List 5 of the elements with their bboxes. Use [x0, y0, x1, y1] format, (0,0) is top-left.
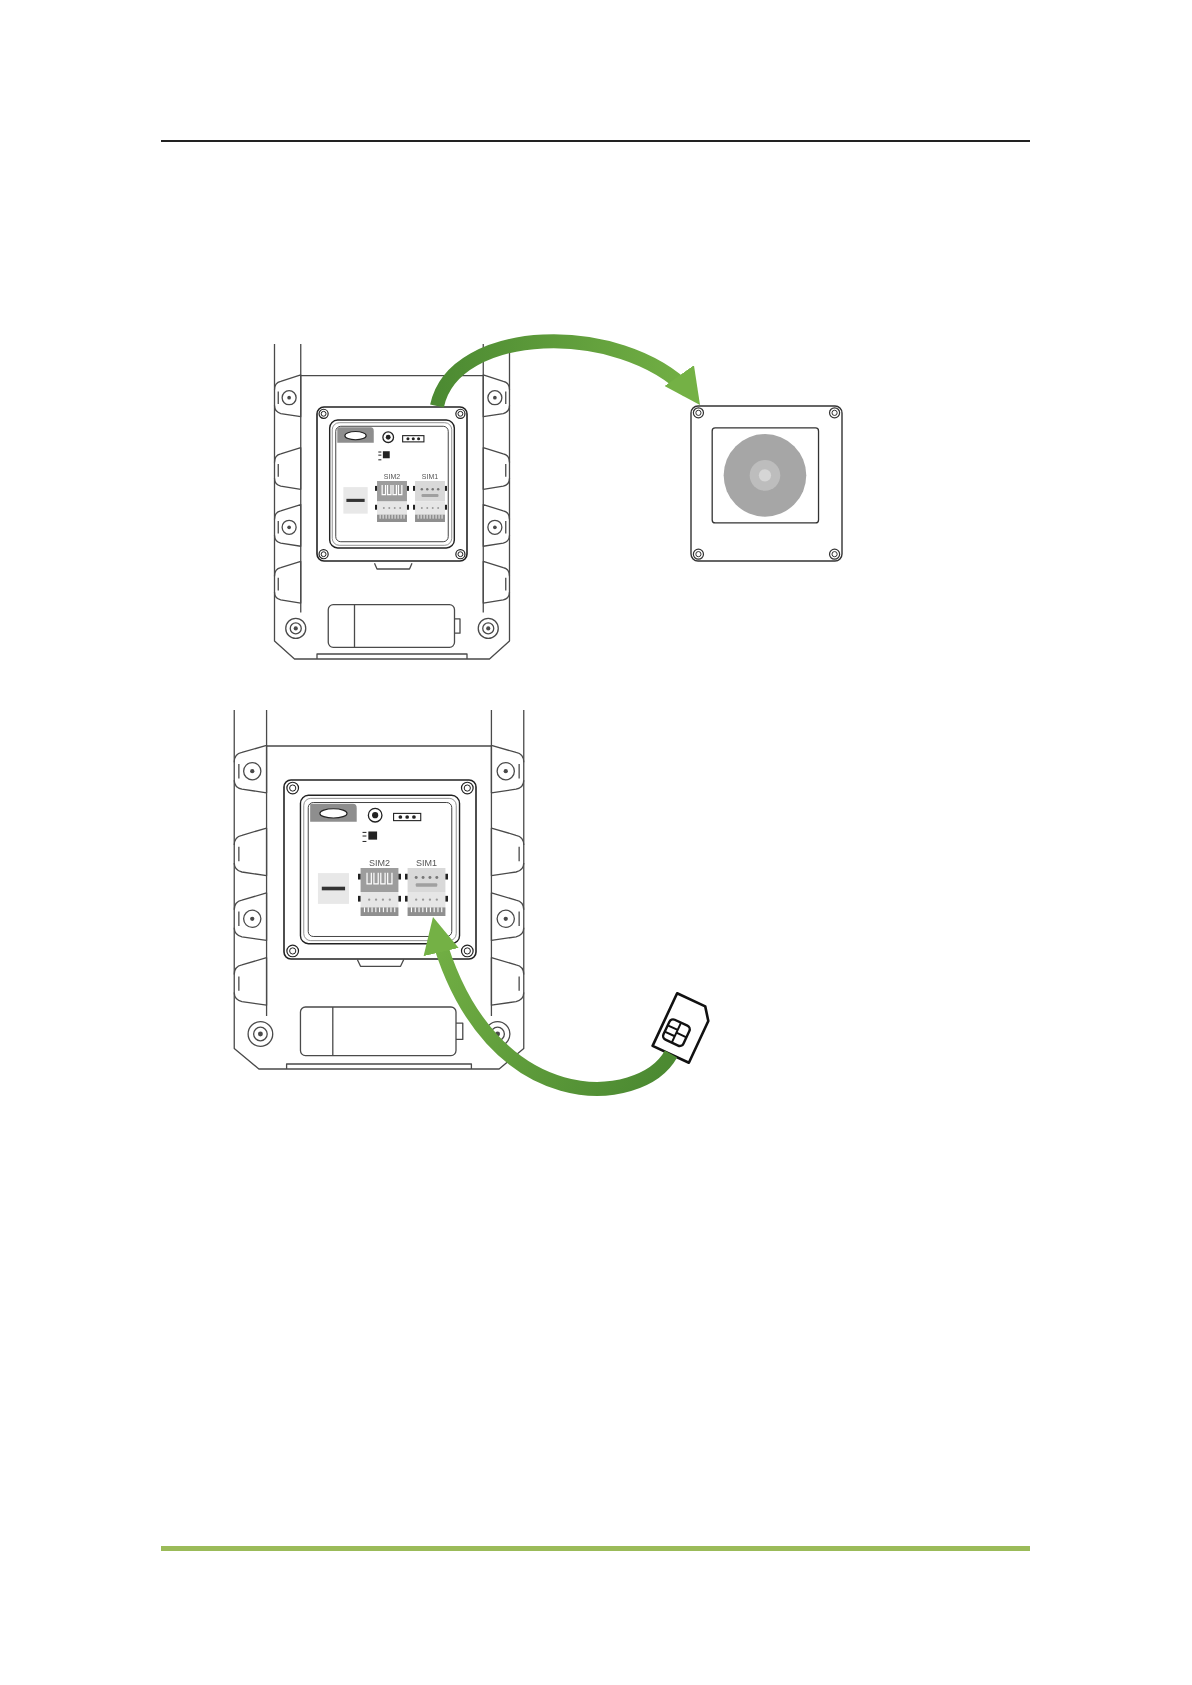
sim-compartment-drawing — [283, 779, 477, 960]
slot-label: SIM1 — [416, 858, 437, 869]
slot-label: SIM2 — [369, 858, 390, 869]
cover-plate-drawing — [690, 405, 843, 562]
sim-compartment-drawing — [316, 406, 468, 562]
